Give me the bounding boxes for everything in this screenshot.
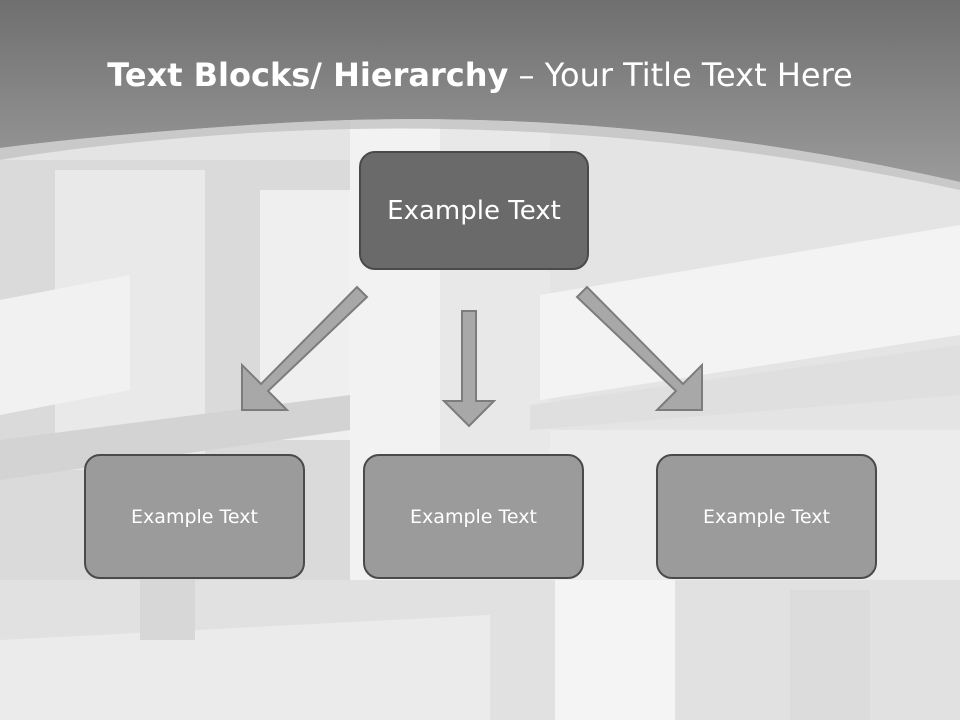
top-level-box[interactable]: Example Text (359, 151, 589, 270)
top-level-label: Example Text (387, 195, 561, 226)
child-box-middle[interactable]: Example Text (363, 454, 584, 579)
child-label-right: Example Text (703, 505, 830, 528)
arrow-left (241, 285, 369, 411)
arrow-middle (441, 310, 497, 428)
child-label-middle: Example Text (410, 505, 537, 528)
child-label-left: Example Text (131, 505, 258, 528)
title-dash: – (508, 56, 545, 94)
child-box-left[interactable]: Example Text (84, 454, 305, 579)
slide-title: Text Blocks/ Hierarchy – Your Title Text… (0, 52, 960, 98)
child-box-right[interactable]: Example Text (656, 454, 877, 579)
title-bold: Text Blocks/ Hierarchy (107, 56, 509, 94)
arrow-right (575, 285, 703, 411)
title-rest: Your Title Text Here (544, 56, 853, 94)
